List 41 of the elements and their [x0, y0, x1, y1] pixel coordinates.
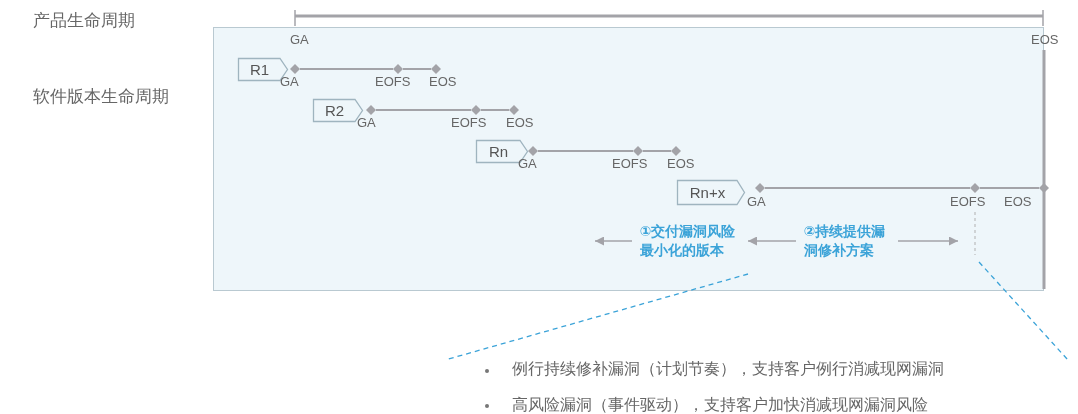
timeline-line — [402, 68, 432, 70]
milestone-label: EOFS — [612, 156, 648, 171]
timeline-line — [642, 150, 672, 152]
callout-text: ①交付漏洞风险最小化的版本 — [639, 221, 738, 260]
milestone-label: GA — [290, 32, 309, 47]
timeline-line — [764, 187, 971, 189]
milestone-diamond — [1039, 183, 1049, 193]
milestone-diamond — [392, 63, 403, 74]
milestone-diamond — [754, 182, 765, 193]
milestone-diamond — [670, 145, 681, 156]
row-heading: 软件版本生命周期 — [33, 85, 169, 108]
bullet-text: 高风险漏洞（事件驱动），支持客户加快消减现网漏洞风险 — [512, 395, 928, 414]
version-tag: Rn+x — [676, 179, 745, 205]
milestone-diamond — [508, 104, 519, 115]
milestone-label: EOFS — [950, 194, 986, 209]
milestone-diamond — [289, 63, 300, 74]
milestone-diamond — [430, 63, 441, 74]
callout-text: ②持续提供漏洞修补方案 — [803, 221, 888, 260]
milestone-label: EOS — [429, 74, 457, 89]
milestone-diamond — [470, 104, 481, 115]
row-heading: 产品生命周期 — [33, 9, 135, 32]
timeline-line — [480, 109, 510, 111]
left-arrow — [747, 236, 797, 246]
right-arrow — [897, 236, 959, 246]
milestone-label: EOFS — [451, 115, 487, 130]
milestone-diamond — [365, 104, 376, 115]
milestone-label: EOS — [1004, 194, 1032, 209]
milestone-diamond — [527, 145, 538, 156]
timeline-line — [979, 187, 1040, 189]
milestone-diamond — [632, 145, 643, 156]
timeline-line — [299, 68, 394, 70]
bullet-text: 例行持续修补漏洞（计划节奏），支持客户例行消减现网漏洞 — [512, 359, 944, 380]
milestone-label: EOS — [1031, 32, 1059, 47]
milestone-label: EOS — [667, 156, 695, 171]
left-arrow — [594, 236, 633, 246]
timeline-line — [537, 150, 634, 152]
timeline-line — [375, 109, 472, 111]
milestone-label: GA — [747, 194, 766, 209]
milestone-label: EOFS — [375, 74, 411, 89]
milestone-label: EOS — [506, 115, 534, 130]
milestone-diamond — [969, 182, 980, 193]
